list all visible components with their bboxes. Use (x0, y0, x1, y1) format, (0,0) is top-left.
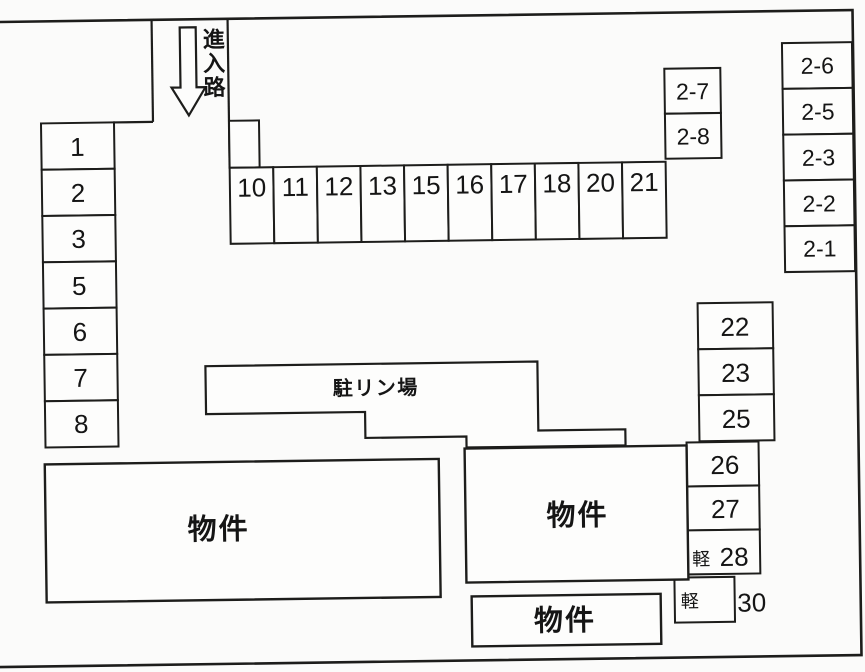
parking-space-23: 23 (697, 347, 775, 397)
building-label: 物件 (187, 513, 249, 547)
parking-space-7: 7 (43, 352, 119, 403)
parking-space-2-2: 2-2 (782, 178, 856, 228)
parking-space-18: 18 (533, 161, 581, 241)
svg-text:8: 8 (74, 409, 89, 439)
svg-text:10: 10 (237, 172, 266, 202)
svg-text:23: 23 (721, 358, 750, 388)
kei-vehicle-label: 軽 (692, 549, 710, 569)
parking-space-22: 22 (696, 301, 775, 351)
svg-text:2-3: 2-3 (802, 144, 836, 170)
svg-text:12: 12 (324, 171, 353, 201)
parking-space-20: 20 (577, 161, 625, 240)
svg-text:25: 25 (722, 404, 751, 434)
parking-space-13: 13 (359, 164, 407, 243)
parking-space-2-3: 2-3 (782, 132, 855, 182)
svg-text:2-6: 2-6 (800, 52, 834, 78)
svg-text:13: 13 (368, 170, 397, 200)
svg-text:26: 26 (710, 450, 739, 480)
parking-space-17: 17 (490, 162, 537, 242)
parking-space-30-label: 30 (737, 587, 766, 617)
parking-space-26: 26 (685, 440, 761, 488)
building-label: 物件 (546, 499, 608, 533)
building-1: 物件 (43, 457, 442, 604)
parking-space-25: 25 (697, 393, 776, 443)
svg-text:15: 15 (411, 170, 440, 200)
parking-space-28: 軽 28 (686, 528, 762, 576)
svg-text:16: 16 (455, 169, 484, 199)
parking-space-16: 16 (446, 163, 494, 242)
parking-space-2-6: 2-6 (780, 41, 854, 90)
down-arrow-icon (169, 26, 208, 118)
parking-space-6: 6 (42, 306, 119, 356)
building-2: 物件 (463, 444, 690, 584)
svg-text:11: 11 (282, 172, 309, 202)
parking-space-21: 21 (620, 160, 668, 240)
svg-text:2-5: 2-5 (801, 98, 835, 124)
parking-space-10: 10 (228, 166, 276, 245)
parking-space-2-8: 2-8 (663, 111, 723, 160)
parking-space-15: 15 (403, 163, 450, 243)
parking-space-2-5: 2-5 (781, 86, 855, 136)
parking-space-2-7: 2-7 (663, 66, 722, 115)
svg-text:2-1: 2-1 (803, 235, 837, 261)
parking-space-27: 27 (686, 484, 761, 532)
entry-road-label: 進 入 路 (203, 27, 227, 100)
parking-space-11: 11 (272, 165, 319, 245)
svg-text:28: 28 (719, 542, 748, 572)
parking-space-kei: 軽 (673, 575, 737, 624)
svg-text:2-8: 2-8 (676, 123, 710, 149)
notch-box (227, 119, 261, 169)
building-label: 物件 (534, 604, 596, 638)
kei-vehicle-label: 軽 (681, 591, 699, 611)
svg-text:18: 18 (542, 168, 571, 198)
entry-road-char: 路 (203, 75, 226, 100)
parking-space-2: 2 (40, 167, 117, 218)
svg-text:1: 1 (70, 132, 85, 162)
svg-text:17: 17 (499, 169, 528, 199)
parking-space-8: 8 (43, 399, 120, 449)
svg-text:5: 5 (72, 271, 87, 301)
svg-text:3: 3 (71, 224, 86, 254)
left-column-top-wall (112, 120, 153, 124)
bicycle-parking-label: 駐リン場 (333, 375, 419, 400)
svg-text:22: 22 (720, 312, 749, 342)
entry-road-char: 進 (203, 27, 225, 52)
site-border (0, 8, 863, 669)
svg-text:2-7: 2-7 (676, 78, 710, 104)
svg-text:27: 27 (711, 494, 740, 524)
svg-text:2-2: 2-2 (802, 190, 836, 216)
building-3: 物件 (470, 592, 663, 648)
parking-space-2-1: 2-1 (783, 224, 857, 274)
parking-space-3: 3 (41, 213, 117, 264)
svg-text:21: 21 (629, 167, 658, 197)
svg-text:20: 20 (586, 167, 615, 197)
entry-road-left-wall (150, 20, 155, 122)
parking-space-5: 5 (41, 260, 118, 310)
svg-text:2: 2 (71, 178, 86, 208)
svg-text:7: 7 (73, 363, 88, 393)
parking-space-1: 1 (39, 121, 116, 171)
svg-text:6: 6 (72, 317, 87, 347)
entry-road-char: 入 (203, 51, 225, 76)
parking-space-12: 12 (315, 164, 363, 244)
